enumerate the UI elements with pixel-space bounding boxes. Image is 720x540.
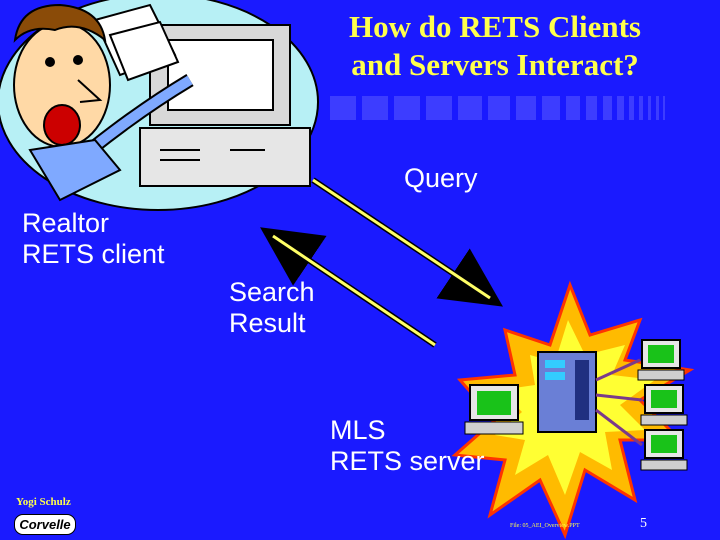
file-name: File: 05_AEI_Overview.PPT xyxy=(510,523,580,529)
server-label: MLS RETS server xyxy=(330,415,485,476)
workstation-icon xyxy=(464,384,524,435)
workstation-icon xyxy=(640,429,688,471)
client-label: Realtor RETS client xyxy=(22,208,165,269)
query-label: Query xyxy=(404,163,478,193)
server-tower-icon xyxy=(451,280,695,540)
slide-title: How do RETS Clients and Servers Interact… xyxy=(349,9,641,82)
workstation-icon xyxy=(637,339,685,381)
search-result-label: Search Result xyxy=(229,277,315,338)
workstation-icon xyxy=(640,384,688,426)
author-name: Yogi Schulz xyxy=(16,496,71,508)
page-number: 5 xyxy=(640,516,647,531)
decorative-bar-strip xyxy=(330,96,665,120)
company-logo: Corvelle xyxy=(14,514,76,535)
person-at-computer-icon xyxy=(0,0,319,211)
